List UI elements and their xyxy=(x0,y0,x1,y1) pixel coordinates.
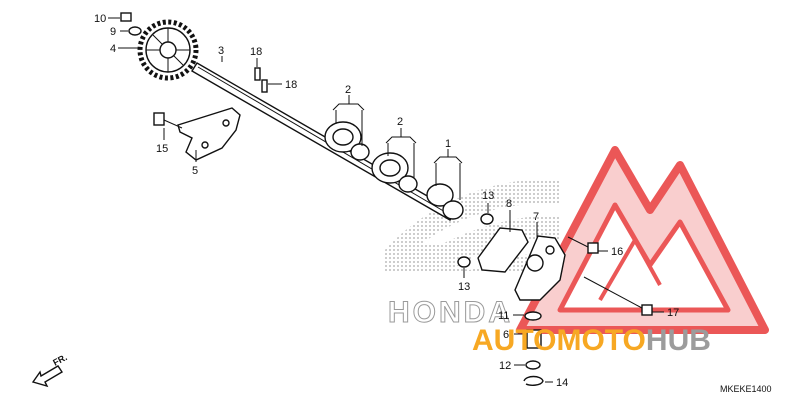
watermark-brand-moto: MOTO xyxy=(556,324,645,357)
gasket xyxy=(477,227,529,273)
callout-1: 1 xyxy=(445,138,451,150)
pump-body xyxy=(514,235,566,301)
clip xyxy=(523,375,544,386)
rotor-inner-1 xyxy=(350,143,370,161)
callout-13-lower: 13 xyxy=(458,281,470,293)
diagram-code: MKEKE1400 xyxy=(720,384,772,394)
callout-17: 17 xyxy=(667,307,679,319)
callout-6: 6 xyxy=(503,329,509,341)
rotor-outer-2 xyxy=(371,152,409,184)
callout-15: 15 xyxy=(156,143,168,155)
callout-11: 11 xyxy=(498,310,509,322)
callout-5: 5 xyxy=(192,165,198,177)
nut xyxy=(120,12,132,22)
front-direction-arrow-icon xyxy=(31,365,63,388)
callout-10: 10 xyxy=(94,13,106,25)
shaft xyxy=(191,62,456,221)
pin-upper xyxy=(254,67,261,81)
pin-lower xyxy=(261,79,268,93)
bolt-long xyxy=(583,276,653,316)
callout-14: 14 xyxy=(556,377,568,389)
callout-4: 4 xyxy=(110,43,116,55)
drive-gear xyxy=(137,19,199,81)
callout-2-second: 2 xyxy=(397,116,403,128)
callout-2-first: 2 xyxy=(345,84,351,96)
bolt-short xyxy=(567,236,599,254)
front-direction-label: FR. xyxy=(51,352,68,368)
dowel-pin-lower xyxy=(457,256,471,268)
bolt xyxy=(153,112,183,129)
washer-lower xyxy=(525,360,541,370)
rotor-outer-1 xyxy=(324,121,362,153)
callout-18-lower: 18 xyxy=(285,79,297,91)
callout-18-upper: 18 xyxy=(250,46,262,58)
honda-wordmark: HONDA xyxy=(388,296,513,329)
rotor-inner-2 xyxy=(398,175,418,193)
rotor-1 xyxy=(426,183,464,220)
guide-plate xyxy=(177,107,241,161)
dowel-pin-upper xyxy=(480,213,494,225)
callout-9: 9 xyxy=(110,26,116,38)
strainer-part xyxy=(526,329,542,349)
washer xyxy=(128,26,142,36)
callout-13-upper: 13 xyxy=(482,190,494,202)
watermark-brand-auto: AUTO xyxy=(472,324,556,357)
callout-3: 3 xyxy=(218,45,224,57)
callout-7: 7 xyxy=(533,211,539,223)
leader-lines xyxy=(108,17,664,383)
callout-8: 8 xyxy=(506,198,512,210)
honda-wing-logo: HONDA xyxy=(385,179,560,330)
callout-16: 16 xyxy=(611,246,623,258)
watermark-brand: AUTOMOTOHUB xyxy=(472,324,711,357)
watermark-triangle-logo xyxy=(516,146,769,334)
callout-12: 12 xyxy=(499,360,511,372)
washer-small xyxy=(524,311,542,321)
watermark-brand-hub: HUB xyxy=(646,324,711,357)
